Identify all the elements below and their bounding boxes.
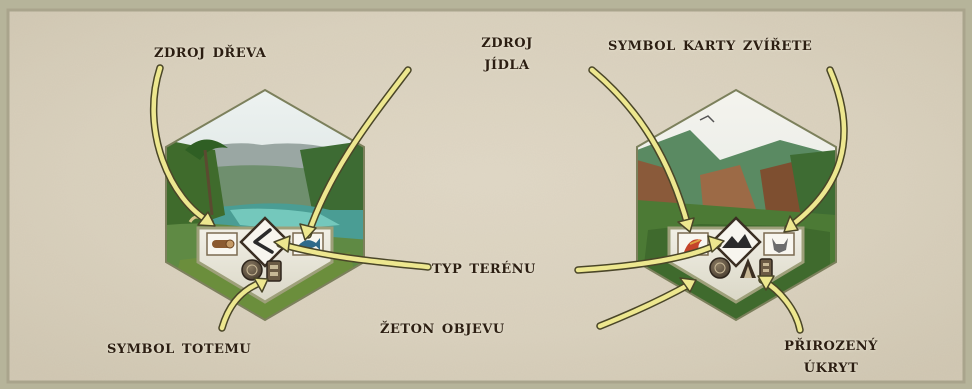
discovery-token-icon	[241, 259, 263, 281]
food-label-line1: Zdroj	[481, 30, 533, 52]
totem-symbol-label: Symbol Totemu	[107, 336, 252, 358]
shelter-icon	[740, 258, 756, 278]
beach-terrain-icon	[239, 216, 291, 268]
discovery-token-label: Žeton objevu	[380, 316, 505, 338]
shelter-label-line1: Přirozený	[784, 333, 878, 355]
totem-icon	[266, 260, 282, 282]
totem-icon	[759, 258, 773, 278]
food-resource-label: Zdroj jídla	[462, 30, 552, 74]
callout-arrows	[149, 64, 848, 334]
discovery-token-icon	[709, 257, 731, 279]
natural-shelter-label: Přirozený úkryt	[756, 333, 906, 377]
animal-card-symbol-label: Symbol karty zvířete	[608, 33, 813, 55]
hills-terrain-icon	[710, 216, 762, 268]
animal-card-icon	[763, 232, 795, 256]
food-label-line2: jídla	[484, 52, 530, 74]
terrain-type-label: Typ terénu	[432, 256, 536, 278]
wood-resource-label: Zdroj dřeva	[154, 40, 267, 62]
wood-icon	[206, 232, 238, 256]
shelter-label-line2: úkryt	[803, 355, 859, 377]
